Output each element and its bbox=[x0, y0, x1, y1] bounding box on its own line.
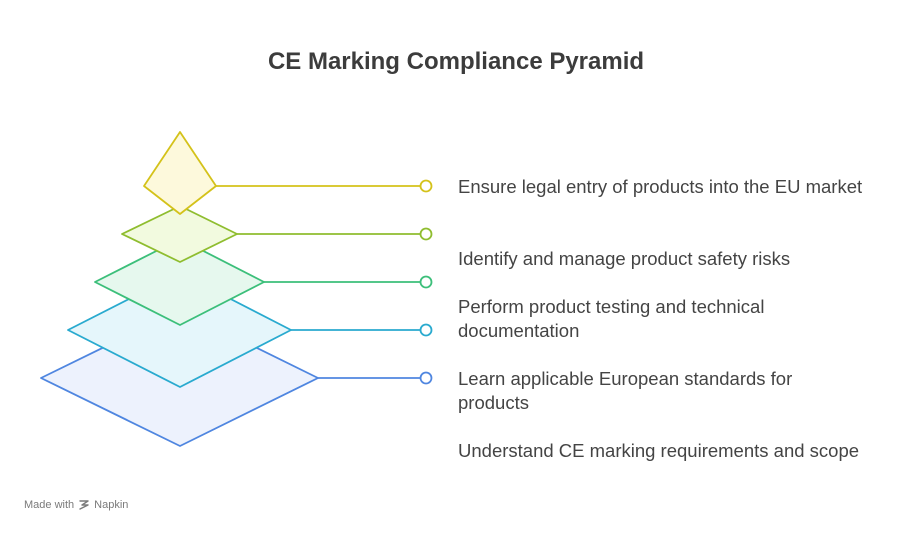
level-1-label: Ensure legal entry of products into the … bbox=[458, 176, 863, 197]
connector-dot-1 bbox=[419, 179, 433, 193]
level-2-label: Identify and manage product safety risks bbox=[458, 248, 791, 269]
connector-dot-2 bbox=[419, 227, 433, 241]
connector-dot-5 bbox=[419, 371, 433, 385]
level-5-label: Understand CE marking requirements and s… bbox=[458, 440, 860, 461]
pyramid-tier-4 bbox=[67, 272, 292, 388]
pyramid-tier-1 bbox=[143, 131, 217, 215]
pyramid-level-1 bbox=[143, 131, 433, 215]
footer-credit[interactable]: Made with Napkin bbox=[24, 499, 128, 511]
pyramid-level-4 bbox=[67, 272, 433, 388]
pyramid-tier-2 bbox=[121, 205, 238, 263]
footer-brand: Napkin bbox=[94, 499, 129, 511]
connector-dot-3 bbox=[419, 275, 433, 289]
pyramid-tier-3 bbox=[94, 238, 265, 326]
pyramid-level-2 bbox=[121, 205, 433, 263]
page-title: CE Marking Compliance Pyramid bbox=[267, 48, 645, 75]
pyramid-level-3 bbox=[94, 238, 433, 326]
level-4-label: Learn applicable European standards for … bbox=[458, 368, 793, 413]
napkin-logo-icon bbox=[78, 499, 90, 511]
connector-dot-4 bbox=[419, 323, 433, 337]
footer-made-with: Made with bbox=[24, 499, 75, 511]
level-3-label: Perform product testing and technical do… bbox=[458, 296, 765, 341]
